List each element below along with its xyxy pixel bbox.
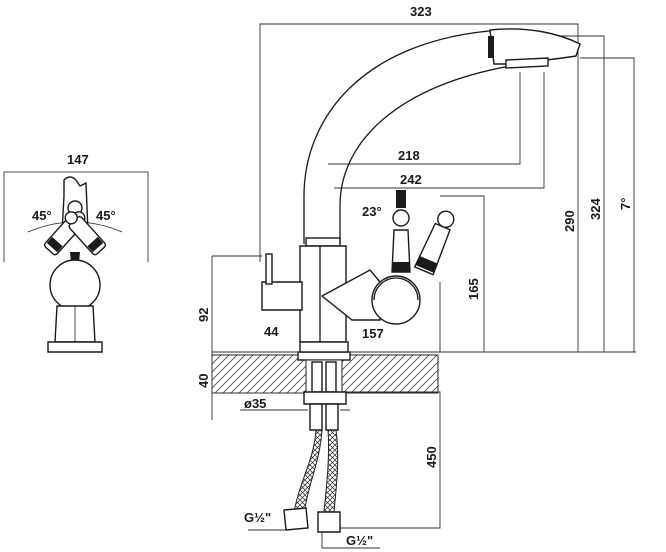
label-157: 157 xyxy=(362,326,384,341)
dim-218-line xyxy=(328,72,521,165)
label-23deg: 23° xyxy=(362,204,382,219)
label-92: 92 xyxy=(196,308,211,322)
label-290: 290 xyxy=(562,210,577,232)
label-242: 242 xyxy=(400,172,422,187)
label-40: 40 xyxy=(196,374,211,388)
deck-flange xyxy=(297,351,351,361)
label-450: 450 xyxy=(424,446,439,468)
mounting-nut xyxy=(303,391,347,405)
label-44: 44 xyxy=(264,324,279,339)
shank-right xyxy=(325,361,337,393)
spout-outer-curve xyxy=(303,29,501,244)
dimension-labels: 323 218 242 23° 44 157 165 290 324 7° 92… xyxy=(196,4,633,548)
countertop-section xyxy=(211,351,439,394)
hose-right xyxy=(323,429,339,513)
front-view: 147 45° 45° xyxy=(3,152,149,353)
hose-fitting-left xyxy=(309,403,323,431)
dim-323-frame xyxy=(259,23,579,262)
label-323: 323 xyxy=(410,4,432,19)
hose-left xyxy=(293,429,323,515)
spout-head-ring xyxy=(488,36,494,58)
upright-handle-cap xyxy=(396,190,406,208)
label-35: ø35 xyxy=(244,396,266,411)
hose-right-nut xyxy=(317,511,341,533)
label-7deg: 7° xyxy=(618,198,633,210)
front-angle-left-label: 45° xyxy=(32,208,52,223)
front-view-width-frame xyxy=(3,171,149,262)
spout-collar xyxy=(305,237,341,247)
left-lever-stem xyxy=(265,253,273,285)
front-right-handle xyxy=(64,211,107,256)
hose-fitting-right xyxy=(325,403,339,431)
dim-242-line xyxy=(334,72,545,189)
dim-165-line xyxy=(440,195,485,352)
mixer-dome-arc xyxy=(373,277,419,301)
hose-left-nut xyxy=(283,507,309,531)
label-218: 218 xyxy=(398,148,420,163)
side-view xyxy=(261,28,581,533)
label-thread-right: G½" xyxy=(346,533,373,548)
front-base-plate xyxy=(47,341,103,353)
label-thread-left: G½" xyxy=(244,510,271,525)
left-lever-block xyxy=(261,281,303,311)
label-324: 324 xyxy=(588,198,603,220)
dim-450-line xyxy=(336,391,441,529)
front-width-label: 147 xyxy=(67,152,89,167)
front-angle-right-label: 45° xyxy=(96,208,116,223)
front-body-dome xyxy=(49,259,101,311)
mixer-dome xyxy=(371,275,421,325)
upright-handle-ring xyxy=(392,262,410,272)
label-165: 165 xyxy=(466,278,481,300)
shank-left xyxy=(311,361,323,393)
dim-324-line xyxy=(540,35,605,352)
tilted-handle xyxy=(413,210,455,276)
spout-aerator xyxy=(505,57,549,69)
spout-inner-curve xyxy=(339,65,511,244)
upright-handle-top xyxy=(392,209,410,227)
thread-right-leader xyxy=(321,528,380,549)
dim-tilt-line xyxy=(580,57,635,352)
faucet-base xyxy=(299,341,349,353)
